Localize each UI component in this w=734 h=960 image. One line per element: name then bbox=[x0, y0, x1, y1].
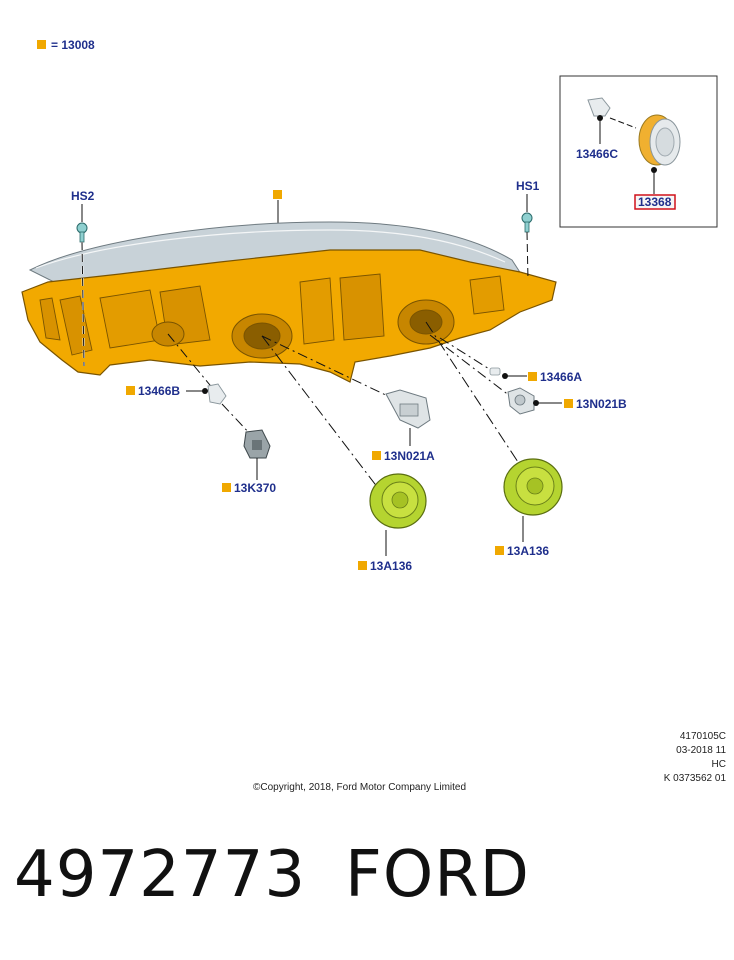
callout-hs2: HS2 bbox=[71, 189, 95, 203]
part-number: 4972773 bbox=[14, 838, 307, 912]
orange-square-icon bbox=[528, 372, 537, 381]
stud-hs2-icon bbox=[76, 222, 88, 243]
brand-name: FORD bbox=[345, 838, 530, 912]
lens-edge bbox=[35, 229, 506, 269]
callout-13466b: 13466B bbox=[138, 384, 180, 398]
dust-cap-left-icon bbox=[369, 473, 427, 529]
meta-line: 03-2018 11 bbox=[676, 745, 726, 756]
orange-square-icon bbox=[126, 386, 135, 395]
bulb-13466c-icon bbox=[587, 97, 611, 121]
callout-13466a: 13466A bbox=[540, 370, 582, 384]
meta-line: 4170105C bbox=[679, 731, 726, 742]
bulb-13466b-icon bbox=[207, 383, 227, 405]
dash-line bbox=[425, 321, 519, 463]
dash-line bbox=[261, 335, 379, 489]
lamp-socket-13368-icon bbox=[638, 114, 681, 166]
socket-13k370-icon bbox=[243, 429, 271, 459]
dash-line bbox=[81, 241, 85, 367]
bulb-13n021b-icon bbox=[507, 387, 535, 415]
bulb-13466a-icon bbox=[489, 367, 501, 376]
orange-square-icon bbox=[564, 399, 573, 408]
drawing-meta: 4170105C 03-2018 11 HC K 0373562 01 bbox=[620, 730, 726, 786]
meta-line: HC bbox=[711, 759, 726, 770]
callout-13n021b: 13N021B bbox=[576, 397, 627, 411]
headlamp-housing bbox=[21, 249, 557, 383]
orange-square-icon bbox=[37, 40, 46, 49]
callout-13a136-right: 13A136 bbox=[507, 544, 549, 558]
callout-13466c: 13466C bbox=[576, 147, 618, 161]
orange-square-icon bbox=[372, 451, 381, 460]
bulb-13n021a-icon bbox=[385, 389, 431, 429]
legend-text: = 13008 bbox=[51, 38, 95, 52]
callout-13368: 13368 bbox=[638, 195, 672, 209]
meta-line: K 0373562 01 bbox=[663, 773, 726, 784]
callout-13a136-left: 13A136 bbox=[370, 559, 412, 573]
orange-square-icon bbox=[273, 190, 282, 199]
callout-13n021a: 13N021A bbox=[384, 449, 435, 463]
dash-line bbox=[609, 117, 637, 129]
dash-line bbox=[261, 335, 393, 399]
dash-line bbox=[429, 334, 511, 397]
stud-hs1-icon bbox=[521, 212, 533, 233]
callout-13k370: 13K370 bbox=[234, 481, 276, 495]
highlight-box-13368 bbox=[634, 194, 676, 210]
dash-line bbox=[167, 333, 215, 391]
dust-cap-right-icon bbox=[503, 458, 563, 516]
orange-square-icon bbox=[222, 483, 231, 492]
orange-square-icon bbox=[358, 561, 367, 570]
orange-square-icon bbox=[495, 546, 504, 555]
copyright-text: ©Copyright, 2018, Ford Motor Company Lim… bbox=[253, 782, 467, 793]
dash-line bbox=[221, 403, 253, 437]
dash-line bbox=[526, 231, 529, 281]
callout-hs1: HS1 bbox=[516, 179, 540, 193]
